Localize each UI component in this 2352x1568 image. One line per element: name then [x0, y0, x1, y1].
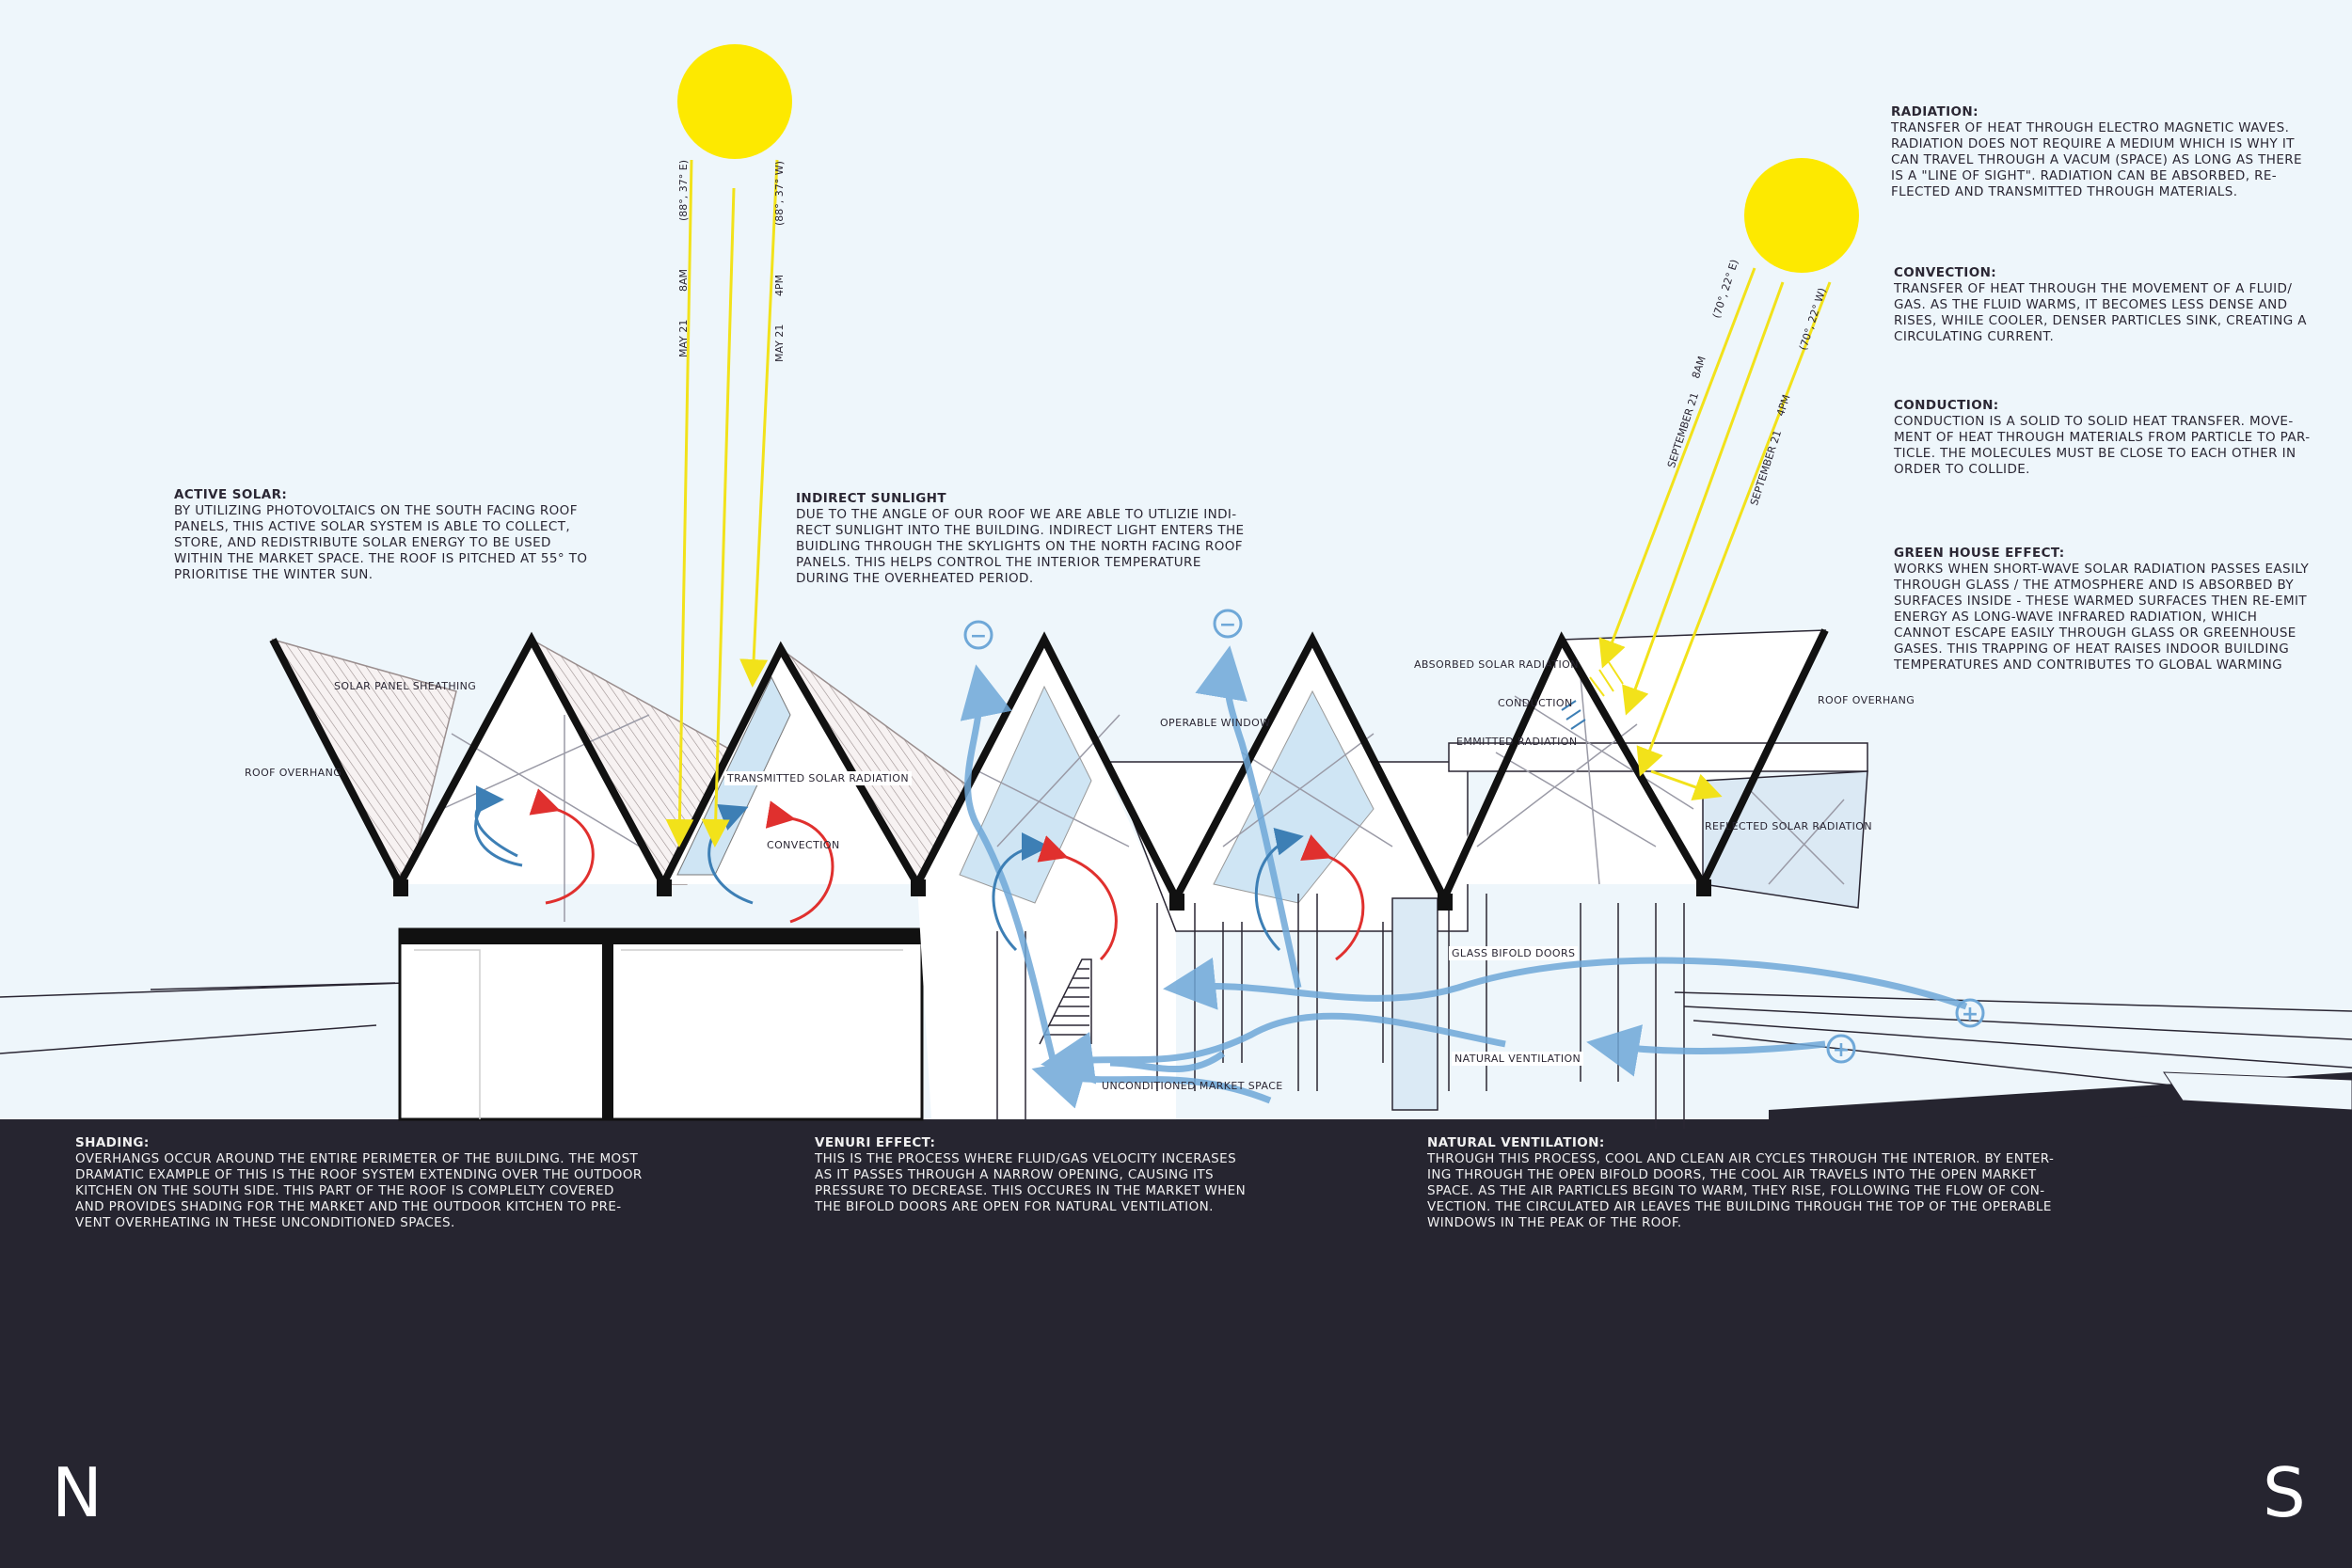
building — [269, 628, 1868, 1129]
minus-marker-2 — [1213, 609, 1243, 639]
sun-label-may-8am: 8AM — [677, 268, 690, 292]
note-greenhouse-body: WORKS WHEN SHORT-WAVE SOLAR RADIATION PA… — [1894, 562, 2310, 673]
label-roof-overhang-right: ROOF OVERHANG — [1818, 694, 1915, 706]
sun-label-may-angle-w: (88°, 37° W) — [773, 161, 786, 226]
note-shading: SHADING: OVERHANGS OCCUR AROUND THE ENTI… — [75, 1135, 677, 1231]
note-indirect-body: DUE TO THE ANGLE OF OUR ROOF WE ARE ABLE… — [796, 507, 1245, 586]
note-conduction: CONDUCTION: CONDUCTION IS A SOLID TO SOL… — [1894, 398, 2327, 478]
convection-arrows — [474, 785, 1365, 961]
note-natural-vent-body: THROUGH THIS PROCESS, COOL AND CLEAN AIR… — [1427, 1151, 2055, 1230]
label-emitted-radiation: EMMITTED RADIATION — [1456, 736, 1578, 748]
compass-south: S — [2263, 1453, 2306, 1532]
label-conduction: CONDUCTION — [1498, 697, 1573, 709]
note-conduction-body: CONDUCTION IS A SOLID TO SOLID HEAT TRAN… — [1894, 414, 2311, 477]
plus-marker-1 — [1955, 998, 1985, 1028]
note-active-solar-title: ACTIVE SOLAR: — [174, 487, 288, 502]
label-convection: CONVECTION — [767, 839, 840, 851]
sun-label-may-angle-e: (88°, 37° E) — [677, 159, 690, 221]
note-indirect-sunlight: INDIRECT SUNLIGHT DUE TO THE ANGLE OF OU… — [796, 491, 1257, 587]
sun-label-may-4pm: 4PM — [773, 274, 786, 296]
note-convection-body: TRANSFER OF HEAT THROUGH THE MOVEMENT OF… — [1894, 281, 2307, 344]
note-natural-vent-title: NATURAL VENTILATION: — [1427, 1135, 1605, 1150]
note-active-solar-body: BY UTILIZING PHOTOVOLTAICS ON THE SOUTH … — [174, 503, 588, 582]
pressure-markers — [963, 609, 1985, 1064]
note-greenhouse-title: GREEN HOUSE EFFECT: — [1894, 546, 2065, 561]
label-operable-window: OPERABLE WINDOW — [1160, 717, 1271, 729]
emitted-radiation-marks — [1561, 700, 1586, 730]
note-venturi: VENURI EFFECT: THIS IS THE PROCESS WHERE… — [815, 1135, 1266, 1215]
note-radiation: RADIATION: TRANSFER OF HEAT THROUGH ELEC… — [1891, 104, 2324, 200]
sun-label-may-21-b: MAY 21 — [773, 324, 786, 362]
ground-lines-left — [0, 982, 405, 1054]
minus-sign-1: − — [970, 625, 987, 648]
note-active-solar: ACTIVE SOLAR: BY UTILIZING PHOTOVOLTAICS… — [174, 487, 616, 583]
minus-marker-1 — [963, 620, 993, 650]
plus-marker-2 — [1826, 1034, 1856, 1064]
note-radiation-body: TRANSFER OF HEAT THROUGH ELECTRO MAGNETI… — [1891, 120, 2302, 199]
basement — [398, 927, 924, 1121]
minus-sign-2: − — [1219, 613, 1236, 637]
note-shading-body: OVERHANGS OCCUR AROUND THE ENTIRE PERIME… — [75, 1151, 643, 1230]
label-roof-overhang-left: ROOF OVERHANG — [245, 767, 342, 779]
note-greenhouse: GREEN HOUSE EFFECT: WORKS WHEN SHORT-WAV… — [1894, 546, 2336, 673]
solar-rays — [665, 159, 1832, 847]
note-shading-title: SHADING: — [75, 1135, 150, 1150]
note-natural-ventilation: NATURAL VENTILATION: THROUGH THIS PROCES… — [1427, 1135, 2105, 1231]
compass-north: N — [52, 1453, 103, 1532]
note-venturi-body: THIS IS THE PROCESS WHERE FLUID/GAS VELO… — [815, 1151, 1247, 1214]
airflow-arrows — [960, 645, 1968, 1109]
label-reflected-solar-radiation: REFLECTED SOLAR RADIATION — [1705, 820, 1872, 832]
bottom-panel — [0, 1119, 2352, 1568]
label-natural-ventilation: NATURAL VENTILATION — [1452, 1052, 1584, 1066]
note-conduction-title: CONDUCTION: — [1894, 398, 1999, 413]
label-transmitted-solar-radiation: TRANSMITTED SOLAR RADIATION — [724, 771, 912, 785]
plus-sign-2: + — [1833, 1038, 1850, 1062]
sun-may — [677, 44, 792, 159]
label-solar-panel-sheathing: SOLAR PANEL SHEATHING — [334, 680, 477, 692]
note-convection: CONVECTION: TRANSFER OF HEAT THROUGH THE… — [1894, 265, 2327, 345]
note-indirect-title: INDIRECT SUNLIGHT — [796, 491, 946, 506]
note-convection-title: CONVECTION: — [1894, 265, 1997, 280]
label-absorbed-solar-radiation: ABSORBED SOLAR RADIATION — [1414, 658, 1579, 671]
note-venturi-title: VENURI EFFECT: — [815, 1135, 936, 1150]
label-glass-bifold-doors: GLASS BIFOLD DOORS — [1449, 946, 1579, 960]
sun-label-may-21-a: MAY 21 — [677, 319, 690, 357]
sun-september — [1744, 158, 1859, 273]
note-radiation-title: RADIATION: — [1891, 104, 1979, 119]
plus-sign-1: + — [1962, 1003, 1979, 1026]
label-unconditioned-market-space: UNCONDITIONED MARKET SPACE — [1102, 1080, 1283, 1092]
